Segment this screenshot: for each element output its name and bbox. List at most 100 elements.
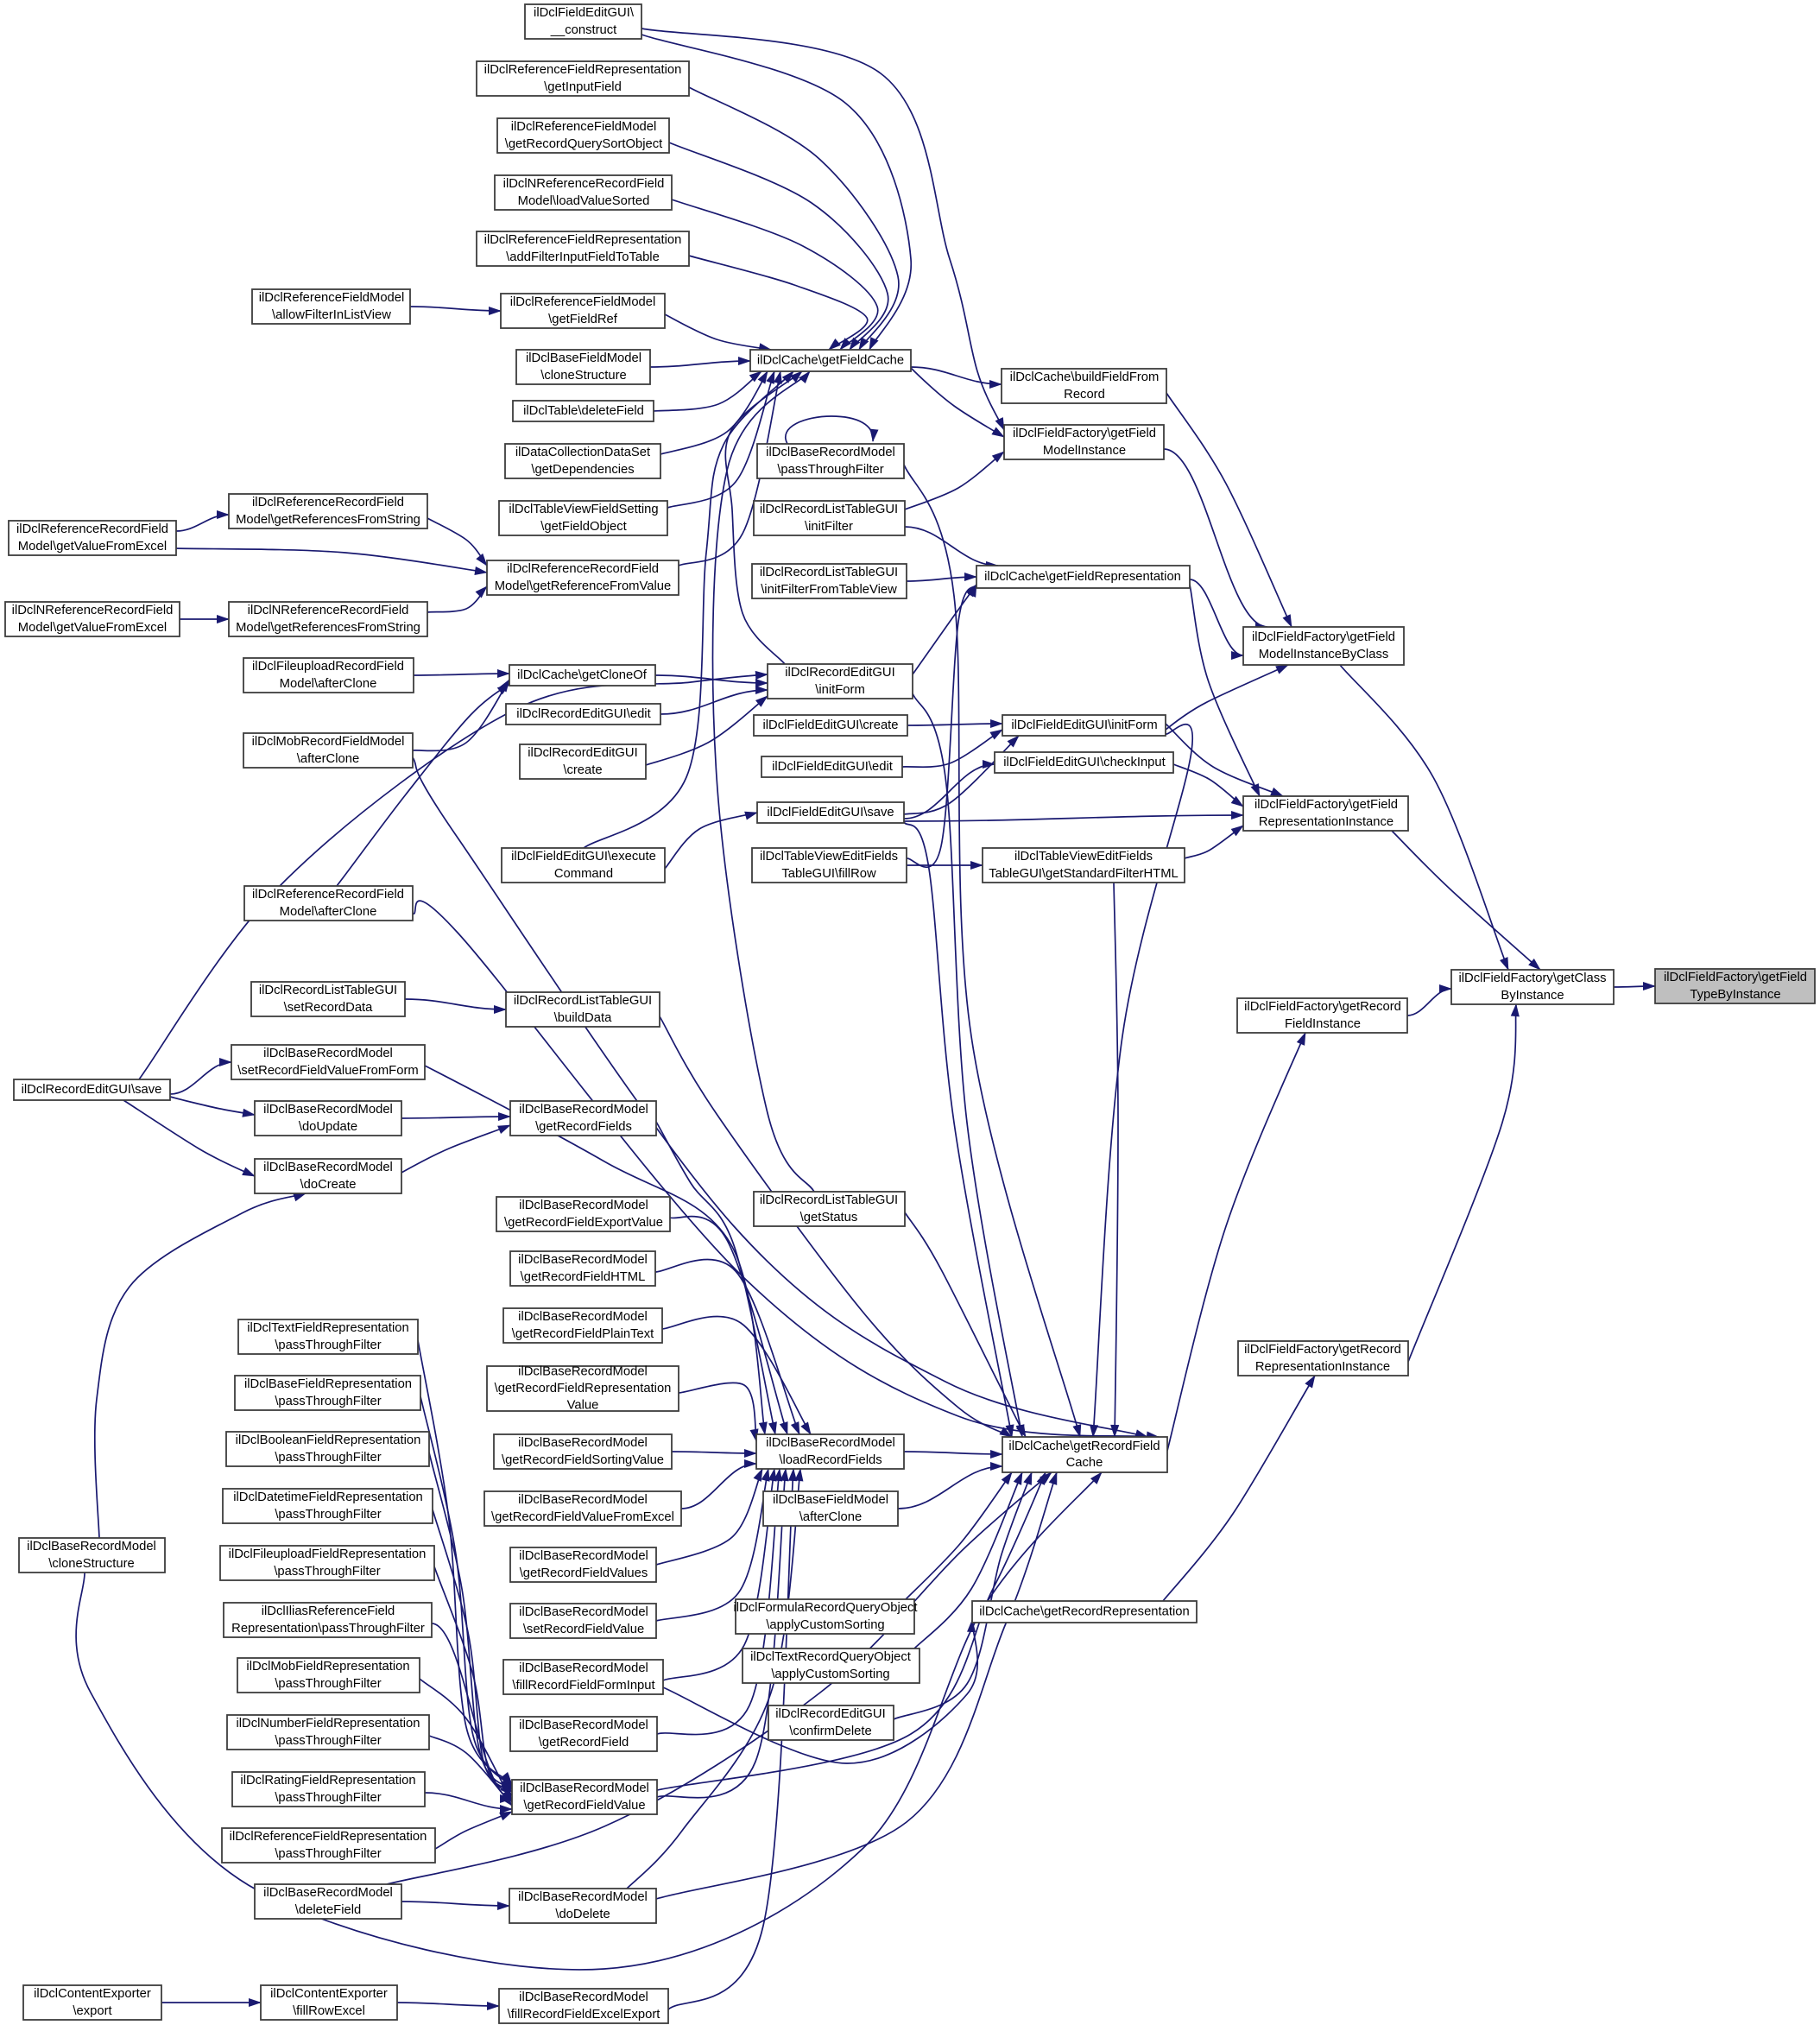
svg-text:\passThroughFilter: \passThroughFilter <box>275 1395 381 1408</box>
svg-text:ilDclFileuploadRecordField: ilDclFileuploadRecordField <box>252 660 404 674</box>
svg-text:Record: Record <box>1064 388 1105 402</box>
svg-text:TableGUI\fillRow: TableGUI\fillRow <box>781 867 876 881</box>
svg-text:\passThroughFilter: \passThroughFilter <box>275 1338 381 1352</box>
svg-text:\addFilterInputFieldToTable: \addFilterInputFieldToTable <box>506 250 660 264</box>
svg-text:ilDclBaseRecordModel: ilDclBaseRecordModel <box>519 1661 648 1675</box>
svg-text:\loadRecordFields: \loadRecordFields <box>779 1453 882 1467</box>
svg-text:\getFieldRef: \getFieldRef <box>548 313 618 326</box>
svg-text:ilDclBaseRecordModel: ilDclBaseRecordModel <box>518 1365 648 1379</box>
svg-text:ilDclBaseRecordModel: ilDclBaseRecordModel <box>520 1781 649 1795</box>
svg-text:\create: \create <box>563 763 602 777</box>
svg-text:ilDclBaseRecordModel: ilDclBaseRecordModel <box>518 1436 648 1450</box>
svg-text:\afterClone: \afterClone <box>297 752 359 766</box>
svg-text:ilDclBaseRecordModel: ilDclBaseRecordModel <box>518 1310 648 1324</box>
svg-text:ilDclDatetimeFieldRepresentati: ilDclDatetimeFieldRepresentation <box>233 1490 423 1504</box>
svg-text:ByInstance: ByInstance <box>1501 989 1564 1003</box>
svg-text:ilDclReferenceRecordField: ilDclReferenceRecordField <box>16 522 168 536</box>
svg-text:ilDclBaseRecordModel: ilDclBaseRecordModel <box>263 1103 393 1117</box>
svg-text:ilDclFieldFactory\getField: ilDclFieldFactory\getField <box>1013 427 1156 440</box>
svg-text:\applyCustomSorting: \applyCustomSorting <box>766 1618 884 1632</box>
svg-text:\setRecordData: \setRecordData <box>284 1001 374 1015</box>
svg-text:\afterClone: \afterClone <box>799 1510 862 1524</box>
svg-text:ilDclBaseFieldModel: ilDclBaseFieldModel <box>526 351 641 365</box>
svg-text:ilDclFieldFactory\getField: ilDclFieldFactory\getField <box>1252 630 1395 644</box>
svg-text:\passThroughFilter: \passThroughFilter <box>274 1565 380 1579</box>
svg-text:ilDclCache\getFieldCache: ilDclCache\getFieldCache <box>757 354 904 368</box>
svg-text:ilDclCache\buildFieldFrom: ilDclCache\buildFieldFrom <box>1010 370 1160 384</box>
svg-text:Model\getReferencesFromString: Model\getReferencesFromString <box>236 621 420 635</box>
svg-text:ilDclReferenceFieldRepresentat: ilDclReferenceFieldRepresentation <box>484 233 682 247</box>
svg-text:\deleteField: \deleteField <box>295 1903 362 1917</box>
svg-text:\passThroughFilter: \passThroughFilter <box>275 1677 381 1691</box>
svg-text:ilDclFieldEditGUI\create: ilDclFieldEditGUI\create <box>762 718 898 732</box>
svg-text:ilDclBaseRecordModel: ilDclBaseRecordModel <box>766 1436 895 1450</box>
svg-text:ilDclReferenceRecordField: ilDclReferenceRecordField <box>252 496 404 509</box>
svg-text:\getFieldObject: \getFieldObject <box>540 520 627 534</box>
svg-text:ilDclFieldFactory\getField: ilDclFieldFactory\getField <box>1664 971 1807 984</box>
svg-text:ilDclRatingFieldRepresentation: ilDclRatingFieldRepresentation <box>240 1774 415 1788</box>
svg-text:\getRecordFieldExportValue: \getRecordFieldExportValue <box>504 1216 663 1230</box>
svg-text:ilDataCollectionDataSet: ilDataCollectionDataSet <box>515 446 650 459</box>
svg-text:Model\getReferencesFromString: Model\getReferencesFromString <box>236 513 420 527</box>
svg-text:ilDclRecordEditGUI: ilDclRecordEditGUI <box>528 746 637 760</box>
svg-text:\initFilter: \initFilter <box>805 520 853 534</box>
svg-text:Model\getValueFromExcel: Model\getValueFromExcel <box>18 540 167 554</box>
svg-text:ilDclRecordListTableGUI: ilDclRecordListTableGUI <box>760 503 898 516</box>
svg-text:ilDclRecordEditGUI\save: ilDclRecordEditGUI\save <box>22 1083 162 1097</box>
svg-text:ilDclNReferenceRecordField: ilDclNReferenceRecordField <box>503 177 665 191</box>
svg-text:\getStatus: \getStatus <box>800 1211 858 1224</box>
svg-text:ilDclCache\getCloneOf: ilDclCache\getCloneOf <box>517 668 648 682</box>
svg-text:ilDclBaseRecordModel: ilDclBaseRecordModel <box>766 446 895 459</box>
svg-text:\applyCustomSorting: \applyCustomSorting <box>771 1667 889 1681</box>
svg-text:TypeByInstance: TypeByInstance <box>1690 988 1780 1002</box>
svg-text:Value: Value <box>567 1399 599 1413</box>
svg-text:ilDclFieldEditGUI\: ilDclFieldEditGUI\ <box>534 6 635 20</box>
svg-text:RepresentationInstance: RepresentationInstance <box>1259 815 1393 829</box>
svg-text:\initForm: \initForm <box>815 683 865 697</box>
svg-text:ilDclCache\getFieldRepresentat: ilDclCache\getFieldRepresentation <box>984 570 1181 584</box>
svg-text:ilDclRecordListTableGUI: ilDclRecordListTableGUI <box>259 984 397 997</box>
svg-text:ilDclBaseRecordModel: ilDclBaseRecordModel <box>519 1718 648 1732</box>
svg-text:ilDclFieldEditGUI\save: ilDclFieldEditGUI\save <box>767 806 894 819</box>
svg-text:ilDclCache\getRecordRepresenta: ilDclCache\getRecordRepresentation <box>979 1605 1189 1619</box>
svg-text:ilDclRecordEditGUI: ilDclRecordEditGUI <box>785 666 894 680</box>
svg-text:ilDclTextRecordQueryObject: ilDclTextRecordQueryObject <box>750 1650 911 1664</box>
svg-text:ilDclBaseRecordModel: ilDclBaseRecordModel <box>519 1605 648 1619</box>
svg-text:\cloneStructure: \cloneStructure <box>48 1557 135 1571</box>
svg-text:ilDclIliasReferenceField: ilDclIliasReferenceField <box>262 1604 395 1618</box>
svg-text:ilDclBaseRecordModel: ilDclBaseRecordModel <box>518 1890 648 1904</box>
svg-text:\passThroughFilter: \passThroughFilter <box>275 1847 381 1861</box>
svg-text:ilDclBaseFieldRepresentation: ilDclBaseFieldRepresentation <box>244 1377 412 1391</box>
svg-text:\getRecordFieldPlainText: \getRecordFieldPlainText <box>512 1327 654 1341</box>
svg-text:Command: Command <box>554 867 613 881</box>
svg-text:ilDclReferenceFieldModel: ilDclReferenceFieldModel <box>510 295 656 309</box>
svg-text:ilDclNReferenceRecordField: ilDclNReferenceRecordField <box>12 604 174 617</box>
svg-text:ilDclRecordEditGUI: ilDclRecordEditGUI <box>775 1707 885 1721</box>
svg-text:ilDclFieldEditGUI\initForm: ilDclFieldEditGUI\initForm <box>1011 718 1157 732</box>
svg-text:\fillRowExcel: \fillRowExcel <box>293 2004 365 2018</box>
svg-text:ilDclFieldFactory\getClass: ilDclFieldFactory\getClass <box>1458 971 1606 985</box>
svg-text:\doCreate: \doCreate <box>300 1178 357 1192</box>
svg-text:\passThroughFilter: \passThroughFilter <box>777 463 883 477</box>
svg-text:ilDclFieldFactory\getRecord: ilDclFieldFactory\getRecord <box>1244 1343 1401 1357</box>
svg-text:Model\afterClone: Model\afterClone <box>280 905 377 919</box>
svg-text:ilDclTableViewEditFields: ilDclTableViewEditFields <box>760 850 898 864</box>
svg-text:ilDclReferenceFieldRepresentat: ilDclReferenceFieldRepresentation <box>230 1830 427 1844</box>
svg-text:ilDclFieldEditGUI\execute: ilDclFieldEditGUI\execute <box>511 850 656 864</box>
svg-text:ilDclTableViewFieldSetting: ilDclTableViewFieldSetting <box>509 503 658 516</box>
svg-text:\fillRecordFieldFormInput: \fillRecordFieldFormInput <box>512 1679 654 1693</box>
svg-text:ilDclCache\getRecordField: ilDclCache\getRecordField <box>1008 1440 1160 1453</box>
svg-text:\getRecordQuerySortObject: \getRecordQuerySortObject <box>505 137 663 151</box>
svg-text:ilDclReferenceFieldModel: ilDclReferenceFieldModel <box>259 291 405 305</box>
svg-text:ilDclRecordListTableGUI: ilDclRecordListTableGUI <box>514 994 652 1008</box>
svg-text:ilDclMobRecordFieldModel: ilDclMobRecordFieldModel <box>252 735 405 749</box>
svg-text:Model\afterClone: Model\afterClone <box>280 677 377 691</box>
svg-text:Cache: Cache <box>1066 1456 1103 1470</box>
svg-text:ilDclFileuploadFieldRepresenta: ilDclFileuploadFieldRepresentation <box>229 1547 427 1561</box>
svg-text:ilDclFieldEditGUI\edit: ilDclFieldEditGUI\edit <box>772 760 893 774</box>
svg-text:ilDclMobFieldRepresentation: ilDclMobFieldRepresentation <box>246 1660 409 1674</box>
svg-text:ilDclBaseRecordModel: ilDclBaseRecordModel <box>27 1540 156 1554</box>
svg-text:\allowFilterInListView: \allowFilterInListView <box>272 308 391 322</box>
svg-text:ilDclBaseRecordModel: ilDclBaseRecordModel <box>518 1253 648 1267</box>
svg-text:\setRecordFieldValue: \setRecordFieldValue <box>523 1623 644 1636</box>
